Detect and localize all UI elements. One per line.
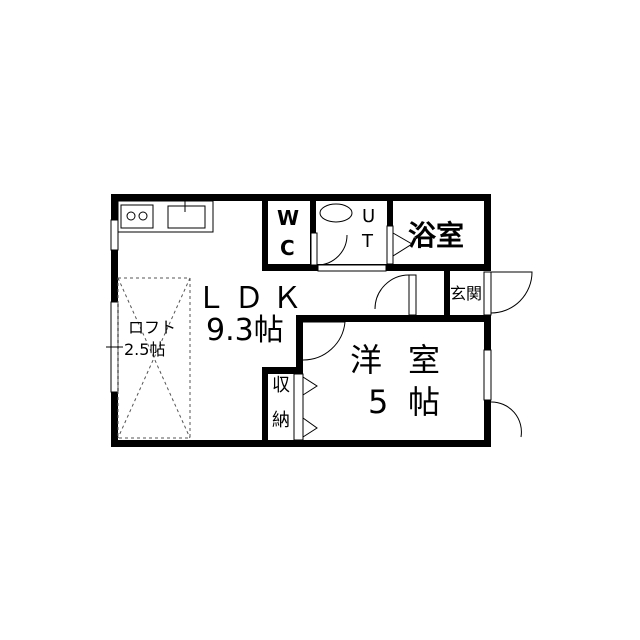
bath-label: 浴室 (408, 219, 465, 252)
ut-label-t: T (362, 231, 373, 252)
western-room-size-unit: 帖 (408, 383, 441, 421)
storage-label-1: 収 (272, 375, 290, 396)
ldk-size: 9.3帖 (206, 313, 284, 348)
loft-size: 2.5帖 (124, 340, 166, 359)
washbasin-icon (319, 203, 353, 223)
ut-label-u: U (362, 206, 376, 227)
loft-label: ロフト (128, 318, 177, 337)
sink-icon (167, 205, 206, 229)
wc-label-w: W (277, 206, 300, 230)
stove-icon (120, 204, 154, 229)
kitchen (117, 200, 214, 233)
entrance-label: 玄関 (450, 284, 483, 303)
doors (293, 203, 533, 441)
western-room-size: 5 (368, 383, 389, 421)
ldk-label: ＬＤＫ (196, 281, 310, 316)
loft-outline (117, 277, 191, 439)
western-room-label-2: 室 (408, 341, 441, 379)
wc-label-c: C (280, 236, 295, 260)
storage-label-2: 納 (272, 410, 290, 431)
western-room-label-1: 洋 (350, 341, 383, 379)
